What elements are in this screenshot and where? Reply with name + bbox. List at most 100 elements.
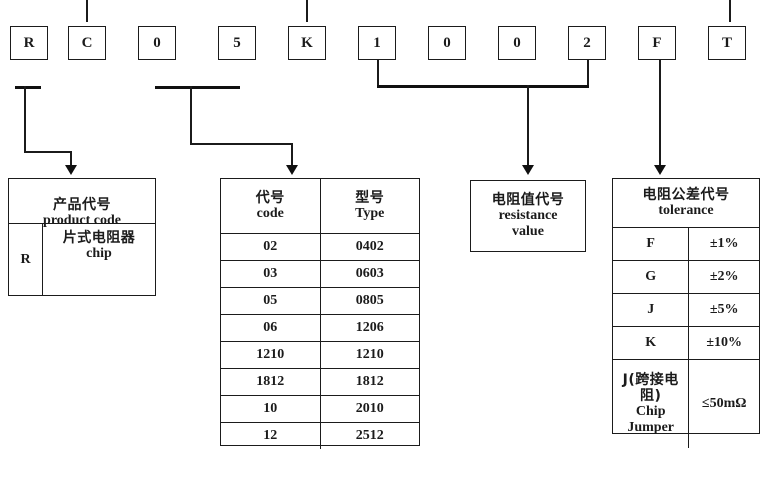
tolerance-header-en: tolerance bbox=[658, 203, 714, 218]
connector-resistance-drop bbox=[527, 85, 529, 167]
table-row: 06 1206 bbox=[221, 314, 419, 342]
part-number-box-label: C bbox=[81, 34, 93, 51]
part-number-box-label: F bbox=[652, 34, 662, 51]
connector-size-drop bbox=[291, 143, 293, 167]
part-number-box-9[interactable]: 2 bbox=[568, 26, 606, 60]
size-type-cell: 1812 bbox=[319, 368, 419, 396]
size-table-header-code: 代号 code bbox=[221, 179, 321, 234]
connector-tolerance-drop bbox=[659, 60, 661, 167]
tolerance-value-cell: ±5% bbox=[688, 293, 759, 327]
product-code-header-en: product code bbox=[43, 213, 121, 229]
arrow-resistance-value bbox=[522, 165, 534, 175]
stub-line-above-c bbox=[86, 0, 88, 22]
table-row: G ±2% bbox=[613, 260, 759, 294]
connector-product-code-horizontal bbox=[24, 151, 72, 153]
table-row: J ±5% bbox=[613, 293, 759, 327]
stub-line-above-t bbox=[729, 0, 731, 22]
product-code-panel: 产品代号 product code R 片式电阻器 chip bbox=[8, 178, 156, 296]
size-type-cell: 2010 bbox=[319, 395, 419, 423]
resistance-value-title-cn: 电阻值代号 bbox=[491, 191, 565, 208]
product-code-meaning-cn: 片式电阻器 bbox=[62, 229, 136, 246]
part-number-box-5[interactable]: K bbox=[288, 26, 326, 60]
table-row: 1812 1812 bbox=[221, 368, 419, 396]
size-code-cell: 1210 bbox=[221, 341, 321, 369]
part-number-box-3[interactable]: 0 bbox=[138, 26, 176, 60]
size-code-cell: 03 bbox=[221, 260, 321, 288]
tolerance-value-cell: ±10% bbox=[688, 326, 759, 360]
arrow-product-code bbox=[65, 165, 77, 175]
size-type-cell: 0402 bbox=[319, 233, 419, 261]
connector-resistance-bar bbox=[377, 85, 589, 88]
tolerance-code-cell: F bbox=[613, 227, 690, 261]
resistance-value-title-en-1: resistance bbox=[498, 207, 558, 223]
table-row: 05 0805 bbox=[221, 287, 419, 315]
table-row: 10 2010 bbox=[221, 395, 419, 423]
size-header-type-en: Type bbox=[355, 206, 385, 221]
size-header-code-en: code bbox=[256, 206, 284, 221]
size-table-header-type: 型号 Type bbox=[319, 179, 419, 234]
size-code-cell: 05 bbox=[221, 287, 321, 315]
part-number-box-label: 2 bbox=[583, 34, 591, 51]
product-code-row: R 片式电阻器 chip bbox=[9, 223, 155, 295]
arrow-tolerance-table bbox=[654, 165, 666, 175]
part-number-box-label: 0 bbox=[153, 34, 161, 51]
product-code-header-cn: 产品代号 bbox=[53, 197, 111, 214]
tolerance-code-cell: G bbox=[613, 260, 690, 294]
tolerance-jumper-value-cell: ≤50mΩ bbox=[688, 359, 759, 448]
part-number-box-8[interactable]: 0 bbox=[498, 26, 536, 60]
size-code-cell: 06 bbox=[221, 314, 321, 342]
part-number-box-2[interactable]: C bbox=[68, 26, 106, 60]
part-number-box-4[interactable]: 5 bbox=[218, 26, 256, 60]
tolerance-header-cell: 电阻公差代号 tolerance bbox=[613, 179, 759, 228]
tolerance-code-cell: J bbox=[613, 293, 690, 327]
size-code-cell: 10 bbox=[221, 395, 321, 423]
part-number-box-10[interactable]: F bbox=[638, 26, 676, 60]
product-code-header-row: 产品代号 product code bbox=[9, 179, 155, 228]
resistance-value-panel: 电阻值代号 resistance value bbox=[470, 180, 586, 252]
part-number-box-label: R bbox=[23, 34, 35, 51]
connector-size-vertical bbox=[190, 86, 192, 144]
tolerance-code-cell: K bbox=[613, 326, 690, 360]
tolerance-header-row: 电阻公差代号 tolerance bbox=[613, 179, 759, 228]
connector-size-horizontal bbox=[190, 143, 292, 145]
size-type-cell: 0805 bbox=[319, 287, 419, 315]
part-number-box-7[interactable]: 0 bbox=[428, 26, 466, 60]
part-number-box-6[interactable]: 1 bbox=[358, 26, 396, 60]
part-number-box-label: 1 bbox=[373, 34, 381, 51]
part-number-box-label: 5 bbox=[233, 34, 241, 51]
tolerance-table: 电阻公差代号 tolerance F ±1% G ±2% J ±5% K ±10… bbox=[612, 178, 760, 448]
jumper-code-line-1: J(跨接电 bbox=[622, 371, 679, 388]
jumper-code-line-4: Jumper bbox=[627, 420, 675, 436]
connector-product-code-drop bbox=[70, 151, 72, 167]
table-row: K ±10% bbox=[613, 326, 759, 360]
part-number-box-label: 0 bbox=[513, 34, 521, 51]
size-code-cell: 1812 bbox=[221, 368, 321, 396]
size-type-cell: 1206 bbox=[319, 314, 419, 342]
table-row: 02 0402 bbox=[221, 233, 419, 261]
connector-product-code-vertical bbox=[24, 86, 26, 152]
part-number-box-label: K bbox=[301, 34, 313, 51]
tolerance-value-cell: ±2% bbox=[688, 260, 759, 294]
jumper-code-line-2: 阻) bbox=[640, 387, 662, 404]
size-header-code-cn: 代号 bbox=[255, 189, 285, 206]
part-number-box-label: 0 bbox=[443, 34, 451, 51]
table-row: 1210 1210 bbox=[221, 341, 419, 369]
table-row-jumper: J(跨接电 阻) Chip Jumper ≤50mΩ bbox=[613, 359, 759, 448]
product-code-meaning-en: chip bbox=[86, 245, 112, 261]
part-number-box-11[interactable]: T bbox=[708, 26, 746, 60]
size-type-cell: 0603 bbox=[319, 260, 419, 288]
table-row: 12 2512 bbox=[221, 422, 419, 449]
connector-size-top-bar bbox=[155, 86, 240, 89]
resistance-value-title-en-2: value bbox=[512, 224, 544, 240]
part-number-box-1[interactable]: R bbox=[10, 26, 48, 60]
product-code-header-cell: 产品代号 product code bbox=[9, 179, 155, 228]
size-type-cell: 2512 bbox=[319, 422, 419, 449]
size-code-cell: 02 bbox=[221, 233, 321, 261]
size-table-header-row: 代号 code 型号 Type bbox=[221, 179, 419, 234]
product-code-symbol: R bbox=[9, 223, 43, 295]
connector-resistance-stub-right bbox=[587, 60, 589, 86]
size-code-cell: 12 bbox=[221, 422, 321, 449]
tolerance-value-cell: ±1% bbox=[688, 227, 759, 261]
tolerance-header-cn: 电阻公差代号 bbox=[642, 186, 730, 203]
